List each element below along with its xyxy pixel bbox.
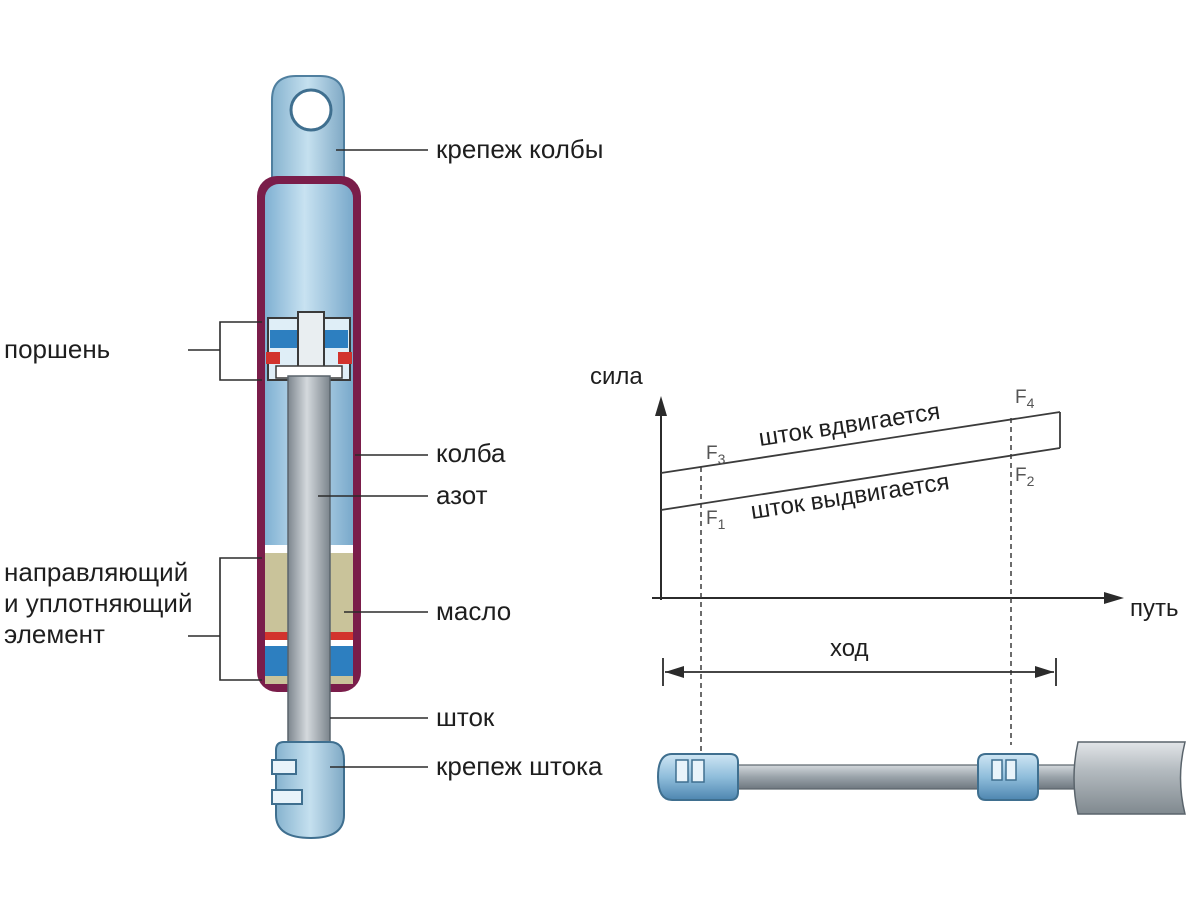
leader-lines bbox=[188, 149, 428, 768]
label-guide-seal-3: элемент bbox=[4, 619, 105, 649]
svg-text:F1: F1 bbox=[706, 508, 726, 532]
stroke-dimension bbox=[662, 658, 1057, 686]
lower-force-line bbox=[660, 447, 1061, 511]
x-axis-label: путь bbox=[1130, 595, 1179, 622]
label-guide-seal-1: направляющий bbox=[4, 557, 188, 587]
label-barrel-mount: крепеж колбы bbox=[436, 134, 603, 164]
svg-text:F4: F4 bbox=[1015, 387, 1035, 411]
label-oil: масло bbox=[436, 596, 511, 626]
rod-mount bbox=[271, 741, 345, 840]
gas-spring-section bbox=[257, 75, 361, 840]
piston-rod bbox=[287, 375, 331, 771]
f2-label: F2 bbox=[1015, 465, 1035, 489]
f4-label: F4 bbox=[1015, 387, 1035, 411]
svg-text:F3: F3 bbox=[706, 443, 726, 467]
f1-label: F1 bbox=[706, 508, 726, 532]
upper-force-line bbox=[660, 411, 1061, 474]
label-rod-mount: крепеж штока bbox=[436, 751, 603, 781]
piston bbox=[266, 311, 352, 385]
horizontal-cylinder bbox=[1073, 741, 1186, 815]
force-graph bbox=[652, 396, 1124, 760]
x-axis-arrow bbox=[1104, 592, 1124, 604]
lower-line-label: шток выдвигается bbox=[749, 468, 951, 525]
horizontal-gas-spring bbox=[656, 741, 1186, 815]
label-rod: шток bbox=[436, 702, 495, 732]
svg-text:F2: F2 bbox=[1015, 465, 1035, 489]
f3-label: F3 bbox=[706, 443, 726, 467]
y-axis-arrow bbox=[655, 396, 667, 416]
label-guide-seal-2: и уплотняющий bbox=[4, 588, 192, 618]
label-piston: поршень bbox=[4, 334, 110, 364]
label-barrel: колба bbox=[436, 438, 506, 468]
y-axis-label: сила bbox=[590, 363, 643, 390]
stroke-label: ход bbox=[830, 635, 869, 662]
mount-eye bbox=[289, 88, 333, 132]
label-nitrogen: азот bbox=[436, 480, 488, 510]
